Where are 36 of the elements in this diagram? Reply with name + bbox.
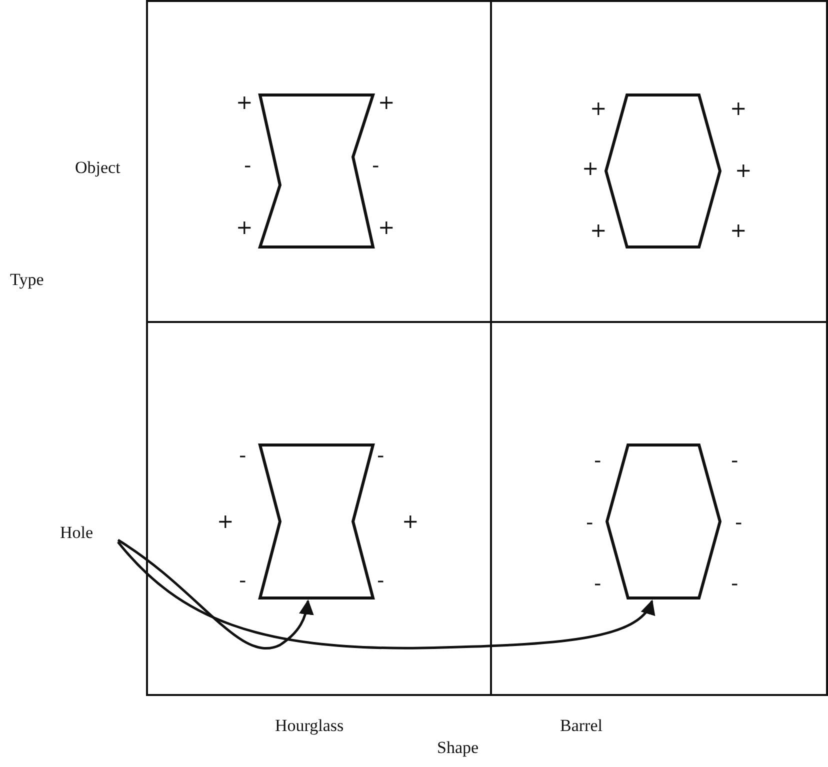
barrel-outline xyxy=(604,93,722,249)
sign-label: - xyxy=(239,444,246,466)
barrel-outline xyxy=(605,443,722,600)
sign-label: - xyxy=(372,154,380,176)
sign-label: + xyxy=(730,97,747,119)
sign-label: + xyxy=(730,219,747,241)
sign-label: + xyxy=(236,216,253,238)
sign-label: - xyxy=(731,449,738,471)
label-text: Hole xyxy=(60,523,120,545)
sign-label: + xyxy=(582,157,599,179)
axis-label: Hourglass xyxy=(275,716,344,736)
sign-label: + xyxy=(378,91,395,113)
axis-label: Shape xyxy=(437,738,479,758)
sign-label: + xyxy=(590,219,607,241)
axis-label: Object xyxy=(75,158,120,178)
sign-label: - xyxy=(735,511,742,533)
leader-line xyxy=(117,541,654,650)
sign-label: + xyxy=(735,159,752,181)
axis-label: Barrel xyxy=(560,716,602,736)
sign-label: + xyxy=(236,91,253,113)
leader-line xyxy=(117,538,314,650)
hourglass-outline xyxy=(258,443,375,600)
sign-label: - xyxy=(239,569,246,591)
sign-label: - xyxy=(594,572,602,594)
sign-label: - xyxy=(244,154,252,176)
sign-label: + xyxy=(590,97,607,119)
sign-label: - xyxy=(377,569,384,591)
sign-label: + xyxy=(378,216,395,238)
sign-label: + xyxy=(402,510,419,532)
sign-label: - xyxy=(586,511,594,533)
sign-label: - xyxy=(377,444,384,466)
sign-label: - xyxy=(731,572,738,594)
axis-label: Type xyxy=(10,270,44,290)
sign-label: + xyxy=(217,510,234,532)
hourglass-outline xyxy=(258,93,375,249)
sign-label: - xyxy=(594,449,602,471)
